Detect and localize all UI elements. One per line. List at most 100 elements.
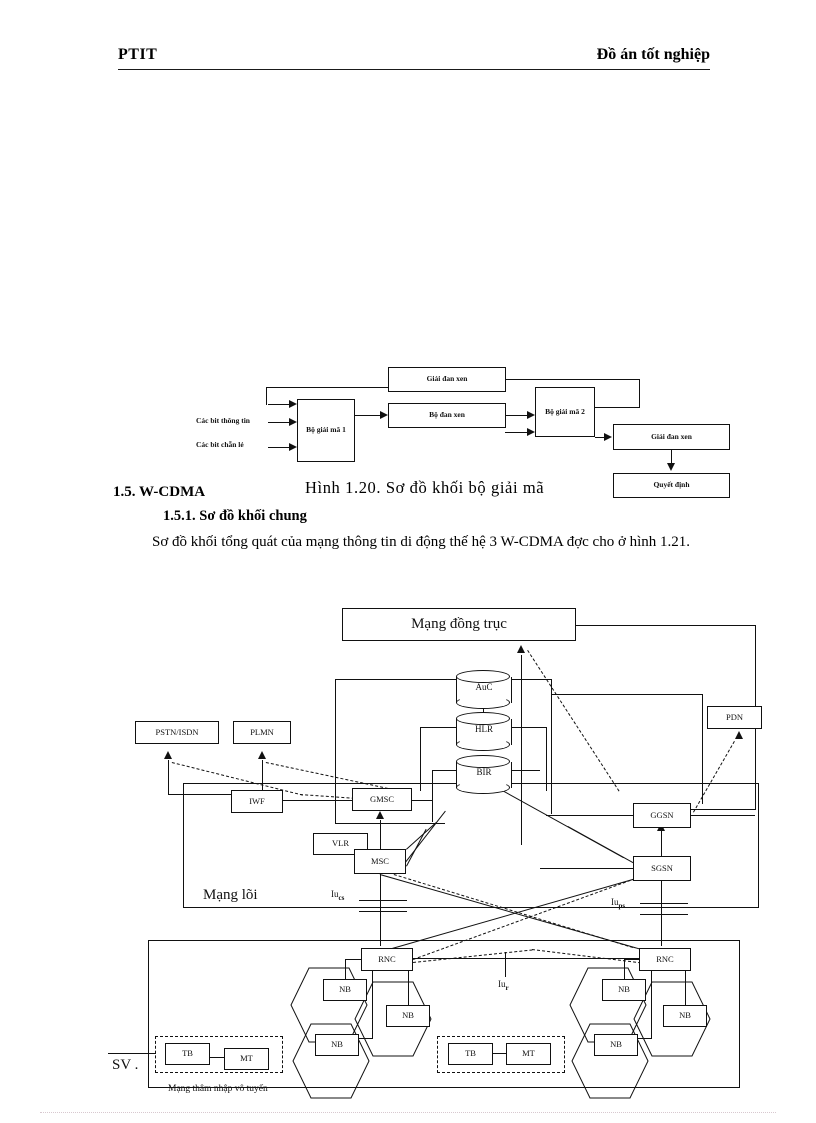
interface-tick [505, 952, 506, 977]
block-label: Quyết định [653, 480, 690, 490]
cylinder-top [456, 712, 510, 725]
body-paragraph: Sơ đồ khối tổng quát của mạng thông tin … [152, 534, 691, 550]
wire [283, 800, 352, 801]
wire [335, 823, 445, 824]
wire [702, 694, 703, 804]
header-right-text: Đồ án tốt nghiệp [596, 46, 710, 63]
section-heading: 1.5. W-CDMA [113, 484, 206, 500]
interface-base: Iu [611, 897, 619, 907]
wire [661, 881, 662, 946]
subsection-heading: 1.5.1. Sơ đồ khối chung [163, 508, 307, 524]
arrow-icon [289, 418, 297, 426]
wire [268, 404, 290, 405]
interface-sub: r [505, 983, 509, 992]
block-label: Bộ đan xen [429, 410, 465, 420]
wire [546, 815, 633, 816]
block-label: Giải đan xen [651, 431, 692, 441]
node-label: AuC [475, 682, 493, 692]
wire [412, 800, 432, 801]
interface-label-iu-ps: Iups [611, 897, 625, 910]
node-label: GMSC [369, 793, 395, 804]
cylinder-top [456, 670, 510, 683]
node-label: MT [240, 1053, 253, 1064]
arrow-icon [527, 428, 535, 436]
arrow-icon [604, 433, 612, 441]
interface-sub: cs [338, 893, 345, 902]
wire [335, 679, 336, 824]
header-divider [118, 69, 710, 70]
arrow-icon [164, 751, 172, 759]
node-b-right-1: NB [602, 979, 646, 1001]
core-network-label: Mạng lõi [203, 887, 258, 903]
wire [551, 694, 703, 695]
interface-tick [640, 914, 688, 915]
wire [661, 831, 662, 856]
wire [493, 1053, 507, 1054]
wire [345, 959, 346, 979]
radio-access-boundary [148, 940, 740, 1088]
arrow-icon [258, 751, 266, 759]
node-gmsc: GMSC [352, 788, 412, 811]
cell-hexagon [353, 980, 433, 1058]
wire [168, 760, 169, 795]
node-label: PDN [725, 711, 743, 722]
node-label: NB [610, 1039, 622, 1050]
link-dashed-backbone-ggsn [527, 650, 620, 792]
wire [266, 387, 389, 388]
wire [168, 794, 240, 795]
node-rnc-right: RNC [639, 948, 691, 971]
wire [345, 959, 362, 960]
arrow-icon [376, 811, 384, 819]
wire [432, 770, 433, 822]
node-label: IWF [249, 795, 265, 806]
arrow-icon [517, 645, 525, 653]
figure-1-20-caption: Hình 1.20. Sơ đồ khối bộ giải mã [305, 478, 545, 497]
node-pdn: PDN [707, 706, 762, 729]
node-backbone-network: Mạng đồng trục [342, 608, 576, 641]
wire [355, 415, 382, 416]
wire [660, 809, 756, 810]
node-label: BIR [476, 767, 492, 777]
wire [380, 874, 381, 946]
input-label-info-bits: Các bit thông tin [196, 416, 250, 425]
block-label: Bộ giải mã 2 [545, 406, 585, 416]
node-b-left-3: NB [315, 1034, 359, 1056]
node-label: NB [331, 1039, 343, 1050]
terminal-group-right [437, 1036, 565, 1073]
node-auc: AuC [456, 670, 512, 710]
wire [685, 971, 686, 1005]
node-ggsn: GGSN [633, 803, 691, 828]
wire [505, 432, 529, 433]
node-label: TB [182, 1048, 193, 1059]
node-mt-right: MT [506, 1043, 551, 1065]
node-label: MT [522, 1048, 535, 1059]
wire [510, 770, 540, 771]
node-rnc-left: RNC [361, 948, 413, 971]
wire [483, 705, 484, 716]
wire [551, 679, 552, 814]
sv-label: SV . [112, 1057, 139, 1073]
arrow-icon [735, 731, 743, 739]
page-header: PTIT Đồ án tốt nghiệp [118, 46, 710, 72]
wire [420, 727, 421, 791]
wire [335, 679, 551, 680]
footer-divider [40, 1112, 776, 1113]
interface-tick [359, 900, 407, 901]
node-bir: BIR [456, 755, 512, 795]
wire [432, 770, 457, 771]
node-tb-right: TB [448, 1043, 493, 1065]
wire [595, 407, 640, 408]
wire [210, 1057, 225, 1058]
wire [510, 727, 547, 728]
cell-hexagon [632, 980, 712, 1058]
wire [624, 959, 640, 960]
wire [408, 971, 409, 1005]
node-label: MSC [371, 855, 389, 866]
wire [268, 447, 290, 448]
cylinder-bottom [456, 781, 510, 794]
node-label: TB [465, 1048, 476, 1059]
node-label: HLR [475, 724, 493, 734]
block-label: Giải đan xen [426, 374, 468, 384]
wire [576, 625, 756, 626]
